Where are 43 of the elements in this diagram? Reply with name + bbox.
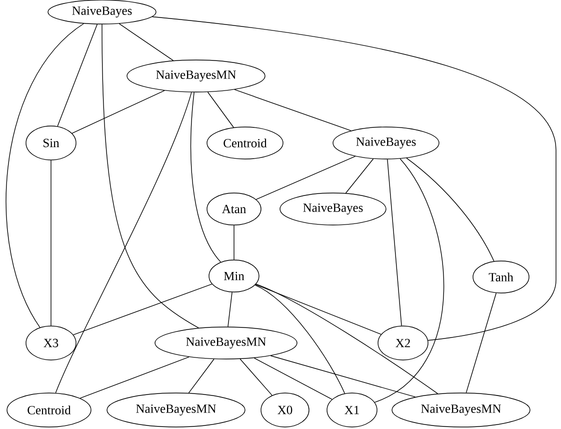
connector-line [466,292,497,394]
connector-line [190,92,222,262]
connector-line [50,160,52,326]
ellipse-node: Sin [26,126,76,160]
connector-line [118,23,174,61]
connector-line [256,156,356,200]
ellipse-node: Tanh [472,260,530,294]
connector-line [80,356,190,399]
connector-line [228,292,232,327]
connector-line [374,158,444,403]
connector-line [254,358,332,400]
connector-line [73,284,212,336]
ellipse-node: Centroid [6,392,92,428]
connector-line [345,158,374,194]
connector-line [55,92,192,394]
connector-line [188,358,214,394]
connector-line [72,90,165,134]
connector-line [387,159,402,326]
ellipse-node: X0 [260,392,310,428]
connector-line [102,24,199,328]
ellipse-node: Centroid [206,126,284,160]
ellipse-node: Min [208,260,260,292]
connector-line [234,89,352,131]
connector-line [207,92,234,128]
ellipse-node: NaiveBayesMN [154,326,298,360]
ellipse-node: NaiveBayesMN [126,60,266,92]
ellipse-node: NaiveBayes [280,192,386,226]
connector-line [254,284,346,394]
ellipse-node: X2 [378,326,428,360]
connector-line [255,284,382,335]
ellipse-node: X1 [326,392,378,428]
ellipse-node: NaiveBayesMN [392,392,530,428]
connector-line [57,24,98,127]
ellipse-node: NaiveBayesMN [106,392,246,428]
connector-line [406,158,494,262]
connector-line [240,358,272,396]
connector-line [6,23,84,328]
connector-line [256,284,438,394]
ellipse-node: NaiveBayes [332,126,440,160]
connector-line [152,16,556,341]
ellipse-node: Atan [206,192,262,226]
connector-line [270,355,416,398]
ellipse-node: X3 [26,326,76,360]
